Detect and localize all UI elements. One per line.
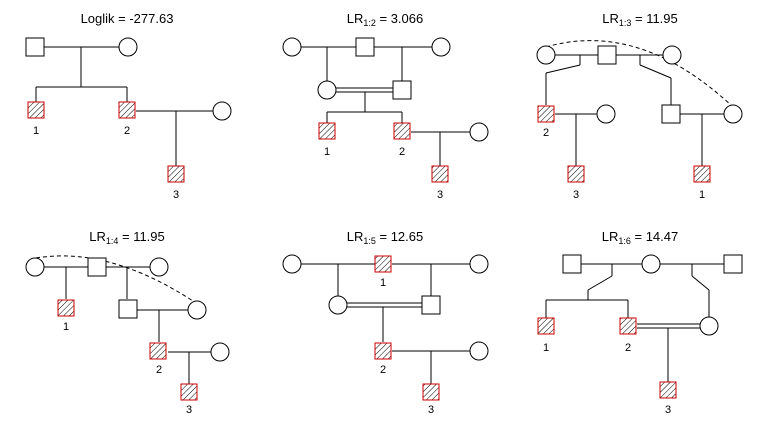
p5-affected-1 — [374, 255, 392, 273]
p3-affected-2 — [537, 105, 555, 123]
p6-label-c: 3 — [664, 404, 672, 416]
panel-6-title-sub: 1:6 — [618, 236, 631, 246]
p5-founder-female-right — [469, 254, 489, 274]
panel-1-pedigree — [25, 37, 232, 183]
panel-5-title-suffix: = 12.65 — [375, 229, 424, 244]
panel-3-title-suffix: = 11.95 — [631, 11, 678, 26]
p2-child-male — [392, 80, 412, 100]
p3-label-c: 1 — [698, 189, 706, 201]
panel-2-title-suffix: = 3.066 — [375, 11, 424, 26]
p3-child-male — [661, 104, 681, 124]
p4-child-male — [118, 299, 138, 319]
panel-6-pedigree — [537, 254, 743, 399]
p4-spouse-female — [187, 300, 207, 320]
p3-founder-male — [597, 45, 617, 65]
p2-founder-male — [355, 37, 375, 57]
p2-label-c: 3 — [436, 189, 444, 201]
p3-spouse-female-left — [596, 104, 616, 124]
p1-affected-1 — [27, 101, 45, 119]
p4-founder-female-left — [25, 257, 45, 277]
panel-2-title-sub: 1:2 — [363, 18, 376, 28]
p6-affected-1 — [537, 317, 555, 335]
panel-6-title: LR1:6 = 14.47 — [602, 229, 679, 246]
panel-3-title-sub: 1:3 — [618, 18, 632, 28]
p5-affected-2 — [374, 342, 392, 360]
panel-2-title-prefix: LR — [346, 11, 364, 26]
panel-2-title: LR1:2 = 3.066 — [347, 11, 424, 28]
p6-affected-3 — [659, 381, 677, 399]
p5-label-b: 2 — [379, 364, 387, 376]
p5-founder-female-left — [282, 254, 302, 274]
p3-affected-3 — [567, 165, 585, 183]
p1-label-a: 1 — [32, 125, 40, 137]
p4-spouse-female-2 — [210, 342, 230, 362]
p4-affected-3 — [180, 383, 198, 401]
panel-5-title-sub: 1:5 — [363, 236, 376, 246]
p6-founder-male-left — [562, 254, 582, 274]
p1-label-c: 3 — [172, 189, 180, 201]
p2-label-b: 2 — [398, 146, 406, 158]
p4-affected-2 — [149, 342, 167, 360]
p2-affected-2 — [393, 122, 411, 140]
p4-affected-1 — [57, 299, 75, 317]
p3-affected-1 — [693, 165, 711, 183]
p5-child-male — [421, 295, 441, 315]
p5-label-a: 1 — [379, 277, 387, 289]
panel-4-title-suffix: = 11.95 — [118, 229, 165, 244]
p4-label-b: 2 — [155, 364, 163, 376]
panel-6-title-suffix: = 14.47 — [630, 229, 679, 244]
p2-label-a: 1 — [323, 146, 331, 158]
p5-spouse-female — [469, 341, 489, 361]
p2-founder-female-right — [431, 37, 451, 57]
p5-child-female — [328, 295, 348, 315]
p6-child-female — [699, 316, 719, 336]
panel-2-pedigree — [282, 37, 489, 183]
p3-spouse-female-right — [723, 104, 743, 124]
panel-5-pedigree — [282, 254, 489, 401]
p3-label-b: 3 — [572, 189, 580, 201]
p6-label-a: 1 — [542, 342, 550, 354]
panel-3-title: LR1:3 = 11.95 — [602, 11, 678, 28]
p1-affected-3 — [167, 165, 185, 183]
p4-founder-female-right — [149, 257, 169, 277]
p6-founder-male-right — [723, 254, 743, 274]
panel-3-pedigree — [536, 40, 743, 183]
p2-spouse-female — [469, 122, 489, 142]
p1-label-b: 2 — [123, 125, 131, 137]
panel-4-pedigree — [25, 255, 230, 401]
p4-label-c: 3 — [185, 404, 193, 416]
panel-3-title-prefix: LR — [602, 11, 619, 26]
p2-child-female — [317, 80, 337, 100]
p5-label-c: 3 — [427, 404, 435, 416]
p1-founder-female — [118, 37, 138, 57]
p3-founder-female-left — [536, 45, 556, 65]
panel-5-title: LR1:5 = 12.65 — [347, 229, 424, 246]
p4-label-a: 1 — [62, 321, 70, 333]
p1-affected-2 — [118, 101, 136, 119]
panel-1-title: Loglik = -277.63 — [81, 11, 174, 26]
panel-4-title-sub: 1:4 — [105, 236, 119, 246]
p1-founder-male — [25, 37, 45, 57]
panel-4-title-prefix: LR — [89, 229, 106, 244]
p3-label-a: 2 — [542, 127, 550, 139]
p6-founder-female — [641, 254, 661, 274]
p4-founder-male — [87, 257, 107, 277]
p2-affected-3 — [431, 165, 449, 183]
panel-1-title-text: Loglik = -277.63 — [80, 11, 174, 26]
panel-4-title: LR1:4 = 11.95 — [89, 229, 165, 246]
p1-spouse-female — [212, 101, 232, 121]
p2-affected-1 — [318, 122, 336, 140]
p5-affected-3 — [422, 383, 440, 401]
p6-affected-2 — [619, 317, 637, 335]
p2-founder-female-left — [282, 37, 302, 57]
p3-founder-female-right — [662, 45, 682, 65]
panel-6-title-prefix: LR — [601, 229, 619, 244]
p6-label-b: 2 — [624, 342, 632, 354]
panel-5-title-prefix: LR — [346, 229, 364, 244]
